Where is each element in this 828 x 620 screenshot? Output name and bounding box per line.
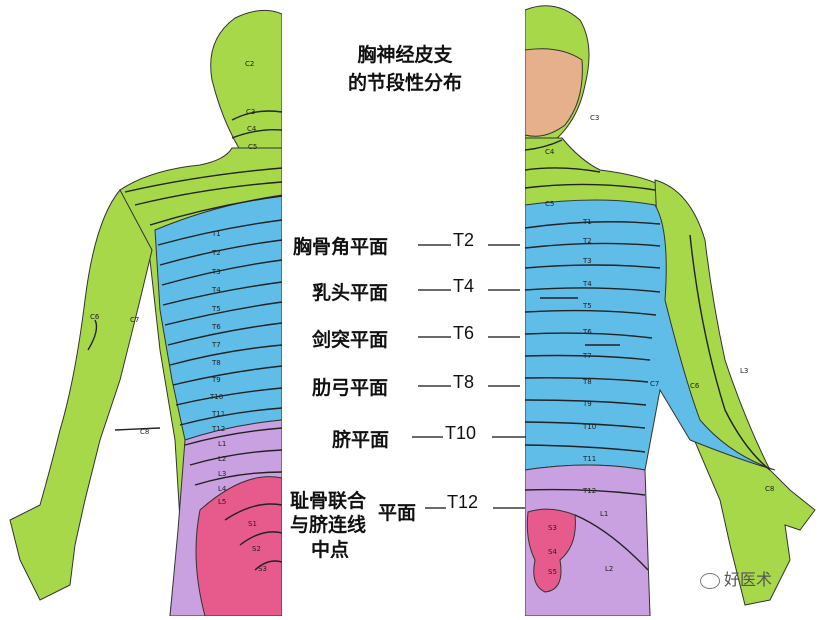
level-code-t8: T8 [453, 372, 475, 392]
back-label-t4: T4 [212, 286, 221, 294]
front-label-t7: T7 [583, 352, 592, 360]
back-label-t12: T12 [212, 425, 226, 433]
back-label-t11: T11 [212, 410, 226, 418]
front-label-t11: T11 [583, 455, 597, 463]
level-code-t10: T10 [445, 423, 477, 443]
title-line-1: 胸神经皮支 [357, 44, 453, 66]
center-panel [282, 0, 525, 616]
level-label-sternal-angle: 胸骨角平面 [293, 236, 389, 258]
level-label-costal-arch: 肋弓平面 [312, 377, 389, 399]
front-face [524, 48, 583, 137]
back-label-l3: L3 [218, 470, 227, 478]
front-label-l1: L1 [600, 510, 609, 518]
level-label-nipple: 乳头平面 [312, 282, 389, 304]
front-genital-region [526, 508, 576, 593]
back-label-c8: C8 [140, 428, 150, 436]
back-label-c6: C6 [90, 313, 100, 321]
front-label-l2: L2 [605, 565, 614, 573]
front-label-t1: T1 [583, 218, 592, 226]
back-label-c5: C5 [248, 143, 258, 151]
back-figure [9, 9, 283, 617]
front-label-t3: T3 [583, 257, 592, 265]
front-label-s5: S5 [548, 568, 557, 576]
back-arm [9, 189, 153, 601]
level-label-t12-line-3: 中点 [311, 539, 350, 561]
back-label-t7: T7 [212, 341, 221, 349]
front-arm [654, 179, 816, 606]
level-code-t2: T2 [453, 230, 475, 250]
front-label-s4: S4 [548, 548, 557, 556]
back-label-c4: C4 [247, 125, 257, 133]
back-label-s2: S2 [252, 545, 261, 553]
back-label-t8: T8 [212, 359, 221, 367]
back-label-t6: T6 [212, 323, 221, 331]
front-label-t9: T9 [583, 400, 592, 408]
back-label-l1: L1 [218, 440, 227, 448]
back-band-lines [87, 110, 283, 571]
front-label-c3: C3 [590, 114, 600, 122]
back-label-s1: S1 [248, 520, 257, 528]
back-label-l2: L2 [218, 455, 227, 463]
level-code-t12: T12 [447, 492, 479, 512]
level-label-t12-suffix: 平面 [378, 502, 417, 524]
back-label-t1: T1 [212, 230, 221, 238]
front-label-t5: T5 [583, 302, 592, 310]
front-label-c8: C8 [765, 485, 775, 493]
back-label-l5: L5 [218, 498, 227, 506]
back-label-t10: T10 [210, 393, 224, 401]
level-label-umbilicus: 脐平面 [332, 429, 390, 451]
front-label-t8: T8 [583, 378, 592, 386]
back-label-c2: C2 [245, 60, 255, 68]
back-label-t2: T2 [212, 249, 221, 257]
front-label-t10: T10 [583, 423, 597, 431]
front-label-t2: T2 [583, 237, 592, 245]
back-label-t3: T3 [212, 268, 221, 276]
level-label-t12-line-2: 与脐连线 [290, 514, 367, 536]
back-label-t9: T9 [212, 376, 221, 384]
level-label-xiphoid: 剑突平面 [312, 329, 389, 351]
back-label-l4: L4 [218, 485, 227, 493]
front-label-t6: T6 [583, 328, 592, 336]
back-label-s3: S3 [258, 565, 267, 573]
front-label-s3: S3 [548, 524, 557, 532]
front-figure [524, 5, 816, 617]
front-label-t4: T4 [583, 280, 592, 288]
level-code-t4: T4 [453, 276, 475, 296]
watermark-text: 好医术 [724, 570, 773, 589]
back-label-c7: C7 [130, 316, 140, 324]
back-head [210, 9, 283, 151]
back-label-c3: C3 [246, 108, 256, 116]
back-label-t5: T5 [212, 305, 221, 313]
front-band-lines [524, 139, 771, 571]
front-label-c7: C7 [650, 380, 660, 388]
front-label-t12: T12 [583, 487, 597, 495]
front-label-c6: C6 [690, 382, 700, 390]
front-label-c5: C5 [545, 200, 555, 208]
watermark: 好医术 [700, 566, 772, 590]
wechat-icon [700, 572, 720, 589]
level-code-t6: T6 [453, 323, 475, 343]
front-label-c4: C4 [545, 148, 555, 156]
level-label-t12-line-1: 耻骨联合 [290, 490, 367, 512]
front-label-l3: L3 [740, 367, 749, 375]
title-line-2: 的节段性分布 [347, 72, 462, 94]
